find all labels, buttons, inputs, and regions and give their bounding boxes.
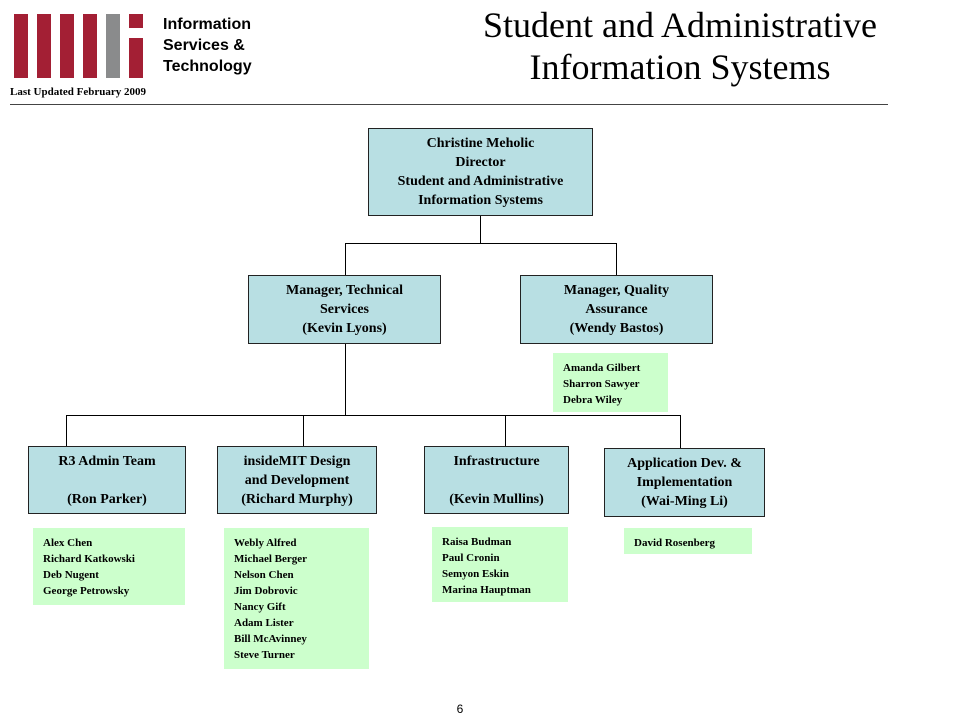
box-line: R3 Admin Team xyxy=(58,453,156,469)
box-line: Services xyxy=(320,302,369,317)
box-line: Manager, Quality xyxy=(563,283,670,298)
org-name-line: Services & xyxy=(163,37,245,54)
staff-name: Paul Cronin xyxy=(442,552,500,564)
staff-name: Amanda Gilbert xyxy=(563,362,641,374)
staff-name: David Rosenberg xyxy=(634,537,715,549)
box-line: (Kevin Mullins) xyxy=(449,491,544,507)
page-title-line: Information Systems xyxy=(529,47,831,87)
mit-logo xyxy=(14,14,144,78)
team-r3-admin-box: R3 Admin Team (Ron Parker) xyxy=(28,446,186,514)
staff-name: Raisa Budman xyxy=(442,536,512,548)
box-line: (Ron Parker) xyxy=(67,491,147,507)
last-updated: Last Updated February 2009 xyxy=(10,86,146,98)
box-line: Infrastructure xyxy=(453,453,540,469)
staff-name: Nelson Chen xyxy=(234,569,294,581)
manager-technical-services-box: Manager, Technical Services (Kevin Lyons… xyxy=(248,275,441,344)
team-insidemit-box: insideMIT Design and Development (Richar… xyxy=(217,446,377,514)
staff-name: Steve Turner xyxy=(234,649,295,661)
box-line: Christine Meholic xyxy=(426,136,535,151)
staff-name: Bill McAvinney xyxy=(234,633,307,645)
connector-line xyxy=(616,243,617,275)
box-line: and Development xyxy=(244,472,350,488)
connector-line xyxy=(345,343,346,415)
header-divider xyxy=(10,104,888,105)
box-line: (Kevin Lyons) xyxy=(302,321,387,336)
staff-name: George Petrowsky xyxy=(43,585,130,597)
box-line: Assurance xyxy=(585,302,648,317)
application-dev-staff-list: David Rosenberg xyxy=(624,528,752,554)
connector-line xyxy=(66,415,680,416)
staff-name: Adam Lister xyxy=(234,617,294,629)
connector-line xyxy=(303,415,304,446)
director-box: Christine Meholic Director Student and A… xyxy=(368,128,593,216)
staff-name: Webly Alfred xyxy=(234,537,297,549)
connector-line xyxy=(66,415,67,446)
box-line: (Wai-Ming Li) xyxy=(641,494,728,509)
team-application-dev-box: Application Dev. & Implementation (Wai-M… xyxy=(604,448,765,517)
box-line: (Richard Murphy) xyxy=(241,491,353,507)
page-title: Student and Administrative Information S… xyxy=(440,4,920,88)
staff-name: Marina Hauptman xyxy=(442,584,531,596)
connector-line xyxy=(680,415,681,448)
logo-bar xyxy=(129,38,143,78)
connector-line xyxy=(480,215,481,243)
logo-bar xyxy=(106,14,120,78)
team-infrastructure-box: Infrastructure (Kevin Mullins) xyxy=(424,446,569,514)
staff-name: Debra Wiley xyxy=(563,394,623,406)
box-line: Information Systems xyxy=(418,193,543,208)
box-line: Manager, Technical xyxy=(286,283,403,298)
box-line: Implementation xyxy=(636,475,733,490)
infrastructure-staff-list: Raisa Budman Paul Cronin Semyon Eskin Ma… xyxy=(432,527,568,602)
box-line: insideMIT Design xyxy=(243,453,351,469)
page-title-line: Student and Administrative xyxy=(483,5,877,45)
org-name-line: Information xyxy=(163,16,251,33)
staff-name: Alex Chen xyxy=(43,537,93,549)
logo-bar xyxy=(129,14,143,28)
connector-line xyxy=(345,243,346,275)
box-line: Student and Administrative xyxy=(397,174,564,189)
org-name: Information Services & Technology xyxy=(163,14,283,77)
logo-bar xyxy=(83,14,97,78)
org-name-line: Technology xyxy=(163,58,252,75)
box-line: Director xyxy=(455,155,506,170)
connector-line xyxy=(345,243,616,244)
staff-name: Richard Katkowski xyxy=(43,553,135,565)
staff-name: Jim Dobrovic xyxy=(234,585,298,597)
box-line: (Wendy Bastos) xyxy=(569,321,664,336)
r3-admin-staff-list: Alex Chen Richard Katkowski Deb Nugent G… xyxy=(33,528,185,605)
staff-name: Nancy Gift xyxy=(234,601,286,613)
box-line: Application Dev. & xyxy=(627,456,742,471)
logo-bar xyxy=(37,14,51,78)
staff-name: Deb Nugent xyxy=(43,569,99,581)
insidemit-staff-list: Webly Alfred Michael Berger Nelson Chen … xyxy=(224,528,369,669)
logo-bar xyxy=(60,14,74,78)
staff-name: Sharron Sawyer xyxy=(563,378,640,390)
staff-name: Michael Berger xyxy=(234,553,307,565)
qa-staff-list: Amanda Gilbert Sharron Sawyer Debra Wile… xyxy=(553,353,668,412)
logo-bar xyxy=(14,14,28,78)
connector-line xyxy=(505,415,506,446)
staff-name: Semyon Eskin xyxy=(442,568,509,580)
page-number: 6 xyxy=(456,702,464,716)
manager-quality-assurance-box: Manager, Quality Assurance (Wendy Bastos… xyxy=(520,275,713,344)
